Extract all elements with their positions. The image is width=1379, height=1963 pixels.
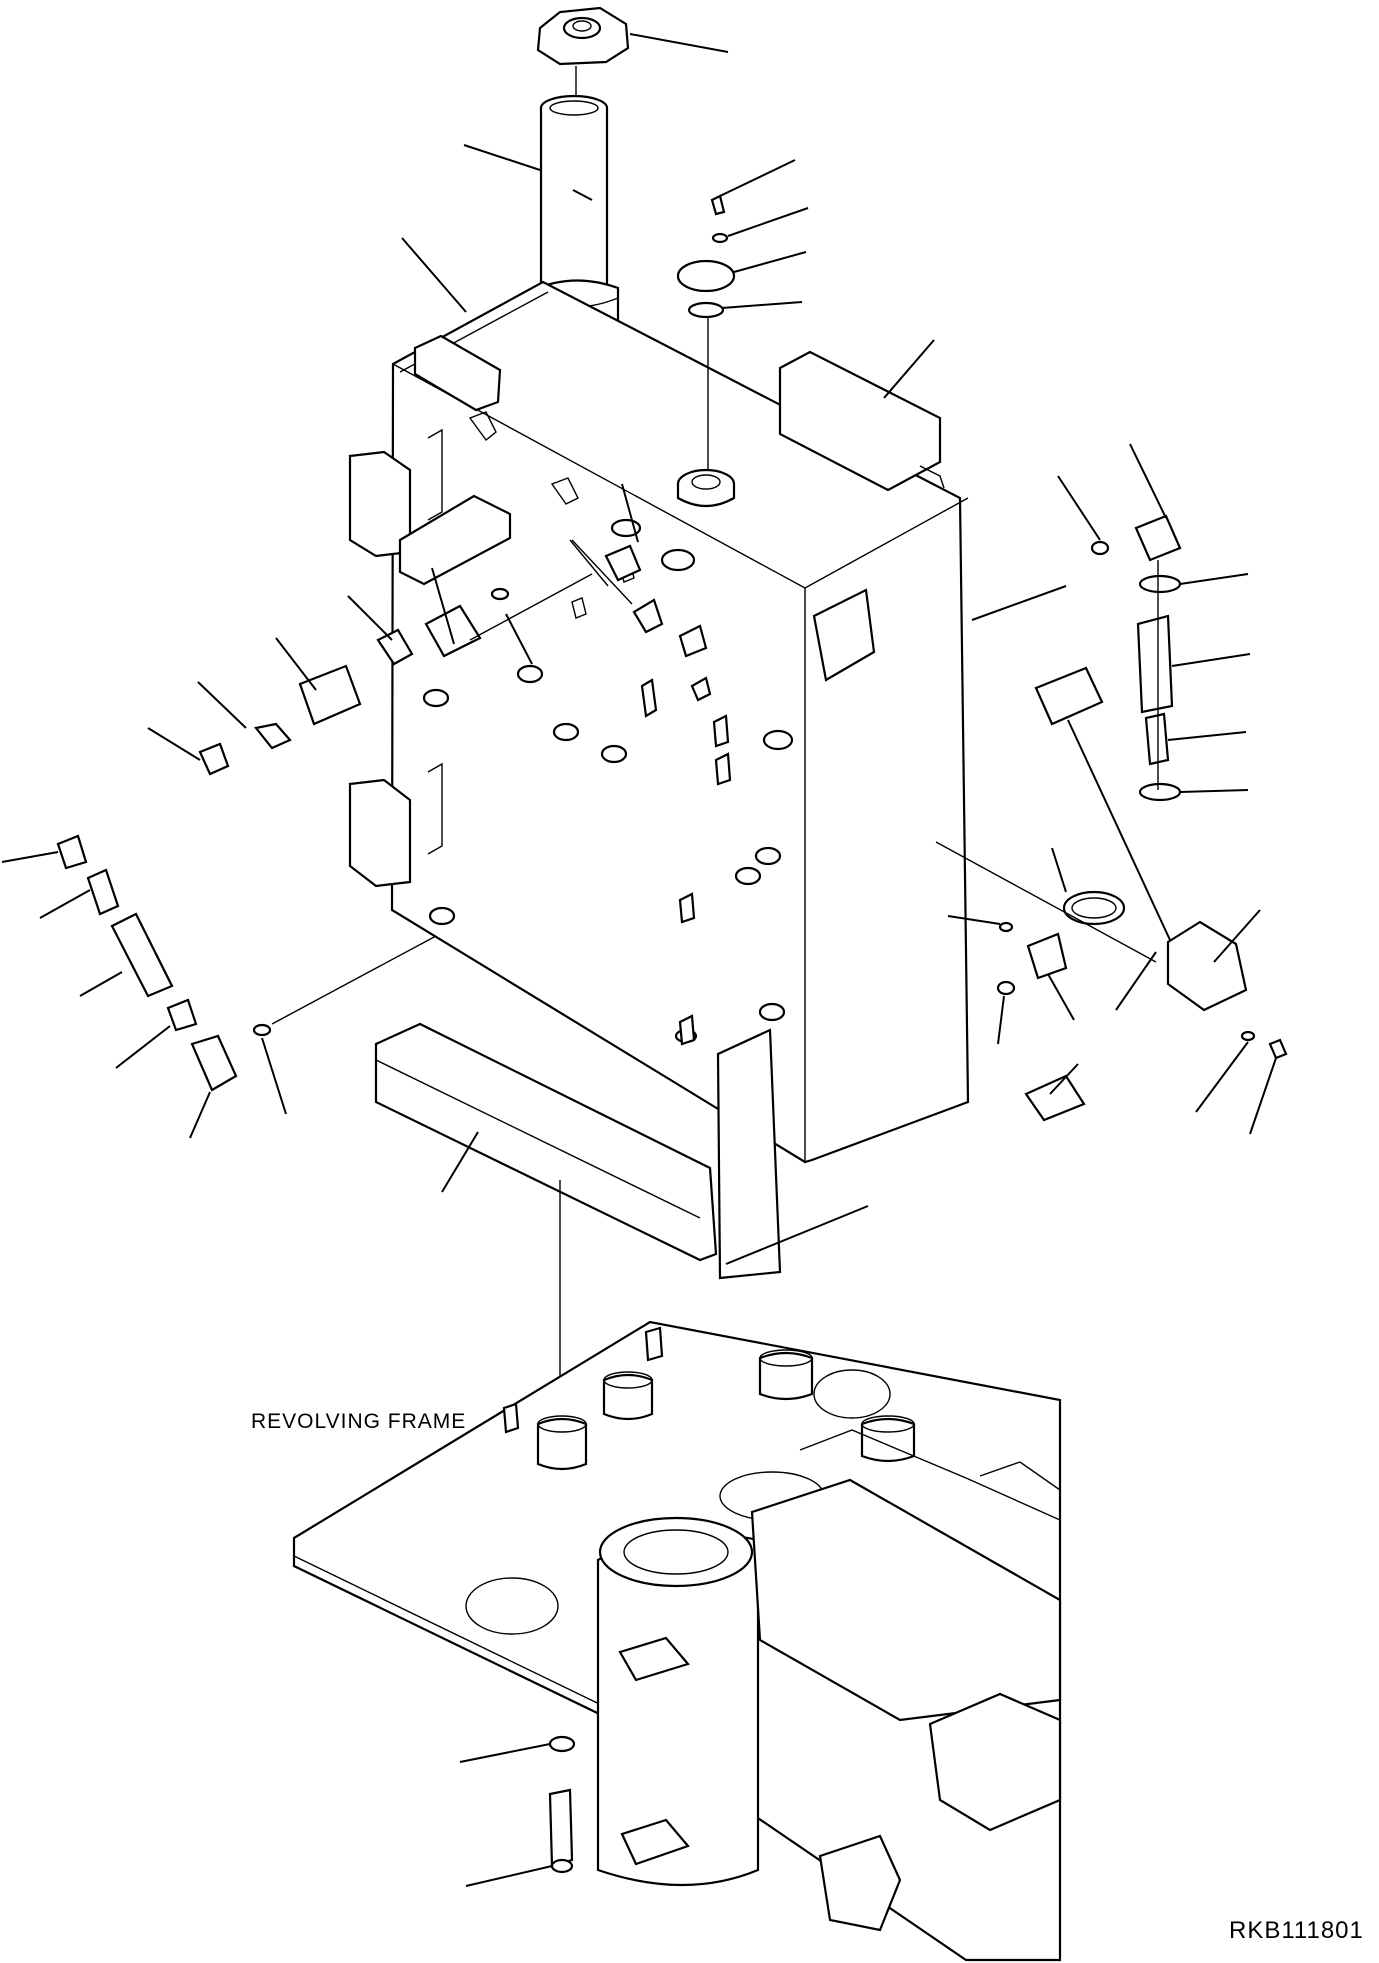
revolving-frame: [292, 1320, 1062, 1962]
top-cover-parts: [676, 159, 809, 470]
filler-cap: [536, 6, 729, 66]
far-left-fittings: [1, 834, 437, 1139]
left-hose-assembly: [147, 483, 642, 776]
revolving-frame-label: REVOLVING FRAME: [251, 1410, 467, 1433]
right-fittings: [935, 443, 1288, 1135]
drawing-code: RKB111801: [1229, 1917, 1364, 1944]
bottom-cover: [374, 1022, 869, 1430]
hydraulic-tank: [348, 189, 1067, 1164]
